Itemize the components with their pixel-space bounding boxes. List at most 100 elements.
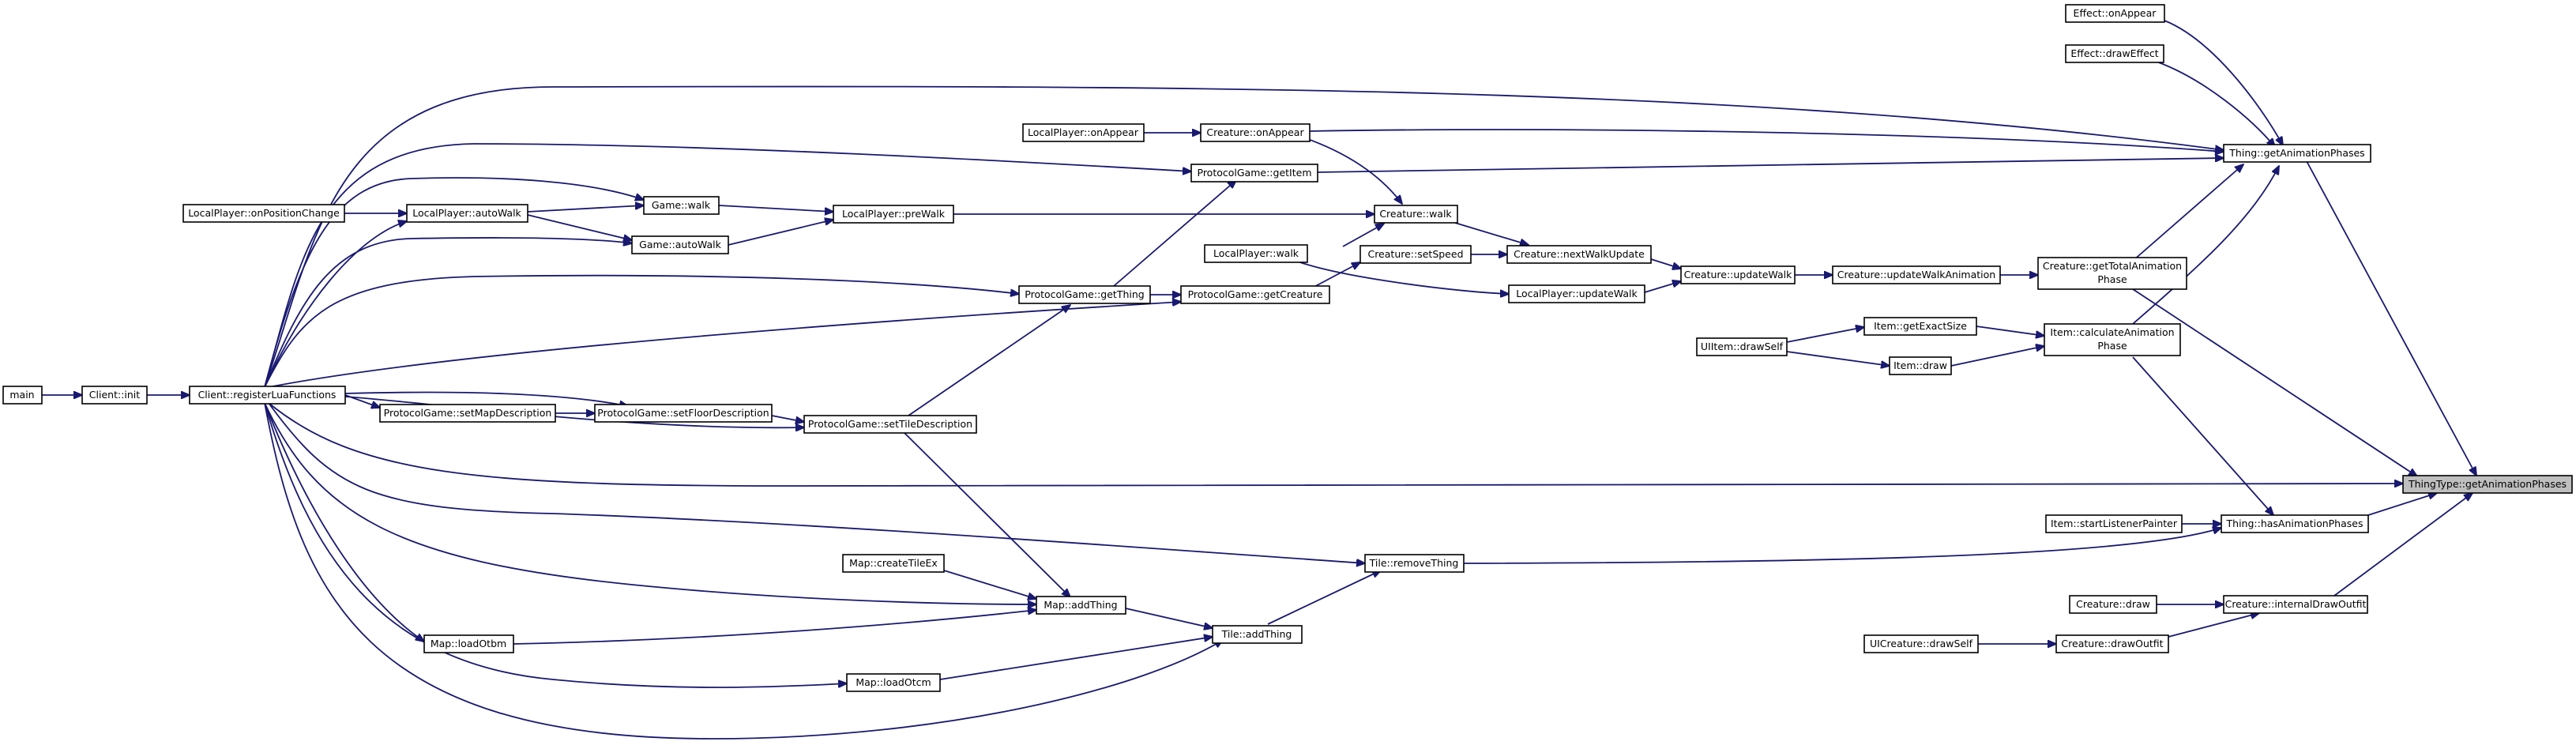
svg-text:Phase: Phase: [2097, 273, 2127, 285]
node-creature-setspeed[interactable]: Creature::setSpeed: [1359, 245, 1472, 264]
node-item-getexactsize[interactable]: Item::getExactSize: [1863, 317, 1977, 336]
edge-hasanim-thingtype: [2367, 493, 2437, 516]
node-map-loadotbm[interactable]: Map::loadOtbm: [423, 634, 514, 653]
nodes: main Client::init Client::registerLuaFun…: [2, 4, 2573, 692]
node-uicreature-drawself[interactable]: UICreature::drawSelf: [1863, 634, 1979, 653]
svg-text:Creature::walk: Creature::walk: [1379, 208, 1452, 220]
node-main[interactable]: main: [2, 386, 43, 405]
node-pg-getthing[interactable]: ProtocolGame::getThing: [1018, 285, 1151, 304]
node-creature-nextwalk[interactable]: Creature::nextWalkUpdate: [1506, 245, 1652, 264]
svg-text:Phase: Phase: [2097, 340, 2127, 352]
node-map-addthing[interactable]: Map::addThing: [1036, 596, 1126, 615]
svg-text:ProtocolGame::setMapDescriptio: ProtocolGame::setMapDescription: [384, 407, 552, 419]
svg-text:Creature::nextWalkUpdate: Creature::nextWalkUpdate: [1514, 248, 1645, 260]
edge-reglua-map-loadotbm: [264, 402, 424, 642]
node-tile-addthing[interactable]: Tile::addThing: [1212, 625, 1303, 644]
svg-text:Tile::removeThing: Tile::removeThing: [1369, 557, 1459, 569]
svg-text:Item::draw: Item::draw: [1893, 359, 1947, 371]
node-thing-getanimphases[interactable]: Thing::getAnimationPhases: [2223, 144, 2371, 163]
edge-lp-walk-creature-walk: [1342, 224, 1384, 247]
node-creature-onappear[interactable]: Creature::onAppear: [1200, 123, 1311, 142]
edge-reglua-lp-autowalk: [264, 221, 407, 388]
edge-lp-walk-updatewalk: [1295, 260, 1509, 294]
edge-pg-getcreature-setspeed: [1309, 262, 1360, 290]
node-thing-hasanimphases[interactable]: Thing::hasAnimationPhases: [2221, 514, 2369, 533]
svg-text:Map::loadOtcm: Map::loadOtcm: [856, 676, 931, 688]
node-map-createtileex[interactable]: Map::createTileEx: [842, 554, 945, 573]
edge-uiitem-itemdraw: [1786, 351, 1890, 366]
node-pg-getcreature[interactable]: ProtocolGame::getCreature: [1180, 285, 1330, 304]
node-map-loadotcm[interactable]: Map::loadOtcm: [846, 673, 941, 692]
node-pg-setmapdesc[interactable]: ProtocolGame::setMapDescription: [379, 404, 556, 423]
edge-itemdraw-calcanim: [1950, 346, 2044, 367]
node-pg-getitem[interactable]: ProtocolGame::getItem: [1190, 164, 1318, 183]
node-pg-settiledesc[interactable]: ProtocolGame::setTileDescription: [803, 415, 977, 434]
node-item-draw[interactable]: Item::draw: [1889, 356, 1952, 375]
node-thingtype-getanimphases[interactable]: ThingType::getAnimationPhases: [2402, 475, 2573, 494]
svg-text:Creature::getTotalAnimation: Creature::getTotalAnimation: [2043, 260, 2182, 272]
node-lp-walk[interactable]: LocalPlayer::walk: [1204, 244, 1308, 263]
edge-calcanim-thing: [2132, 166, 2279, 325]
node-lp-prewalk[interactable]: LocalPlayer::preWalk: [833, 205, 954, 224]
node-tile-removething[interactable]: Tile::removeThing: [1364, 554, 1465, 573]
node-creature-updatewalk[interactable]: Creature::updateWalk: [1680, 265, 1796, 284]
svg-text:Game::autoWalk: Game::autoWalk: [639, 239, 721, 250]
node-creature-draw[interactable]: Creature::draw: [2069, 595, 2157, 614]
node-creature-internaldrawoutfit[interactable]: Creature::internalDrawOutfit: [2223, 595, 2368, 614]
svg-text:ProtocolGame::setTileDescripti: ProtocolGame::setTileDescription: [808, 418, 972, 430]
node-item-startlistener[interactable]: Item::startListenerPainter: [2045, 514, 2183, 533]
svg-text:ProtocolGame::getCreature: ProtocolGame::getCreature: [1188, 288, 1323, 300]
svg-text:Map::createTileEx: Map::createTileEx: [849, 557, 938, 569]
node-client-init[interactable]: Client::init: [81, 386, 148, 405]
svg-text:ProtocolGame::getItem: ProtocolGame::getItem: [1198, 167, 1312, 179]
node-creature-drawoutfit[interactable]: Creature::drawOutfit: [2055, 634, 2169, 653]
svg-text:Item::startListenerPainter: Item::startListenerPainter: [2051, 518, 2178, 529]
edge-reglua-tile-removething: [268, 402, 1365, 563]
svg-text:Creature::draw: Creature::draw: [2076, 598, 2150, 610]
node-creature-updatewalkanim[interactable]: Creature::updateWalkAnimation: [1832, 265, 2001, 284]
edge-pg-getthing-getitem: [1113, 180, 1236, 287]
svg-text:Map::loadOtbm: Map::loadOtbm: [431, 638, 506, 649]
svg-text:LocalPlayer::autoWalk: LocalPlayer::autoWalk: [412, 207, 521, 219]
edge-calcanim-hasanim: [2132, 356, 2273, 515]
edge-setfloordesc-settiledesc: [771, 415, 804, 422]
edge-thing-thingtype: [2306, 160, 2476, 476]
node-game-autowalk[interactable]: Game::autoWalk: [631, 235, 729, 254]
svg-text:Client::init: Client::init: [89, 389, 140, 401]
node-lp-updatewalk[interactable]: LocalPlayer::updateWalk: [1508, 284, 1645, 303]
svg-text:ProtocolGame::getThing: ProtocolGame::getThing: [1025, 288, 1144, 300]
node-item-calcanim[interactable]: Item::calculateAnimation Phase: [2044, 323, 2181, 356]
edge-reglua-pg-getitem: [264, 143, 1191, 388]
svg-text:Client::registerLuaFunctions: Client::registerLuaFunctions: [198, 389, 337, 401]
node-lp-onposchange[interactable]: LocalPlayer::onPositionChange: [182, 204, 345, 223]
node-client-reglua[interactable]: Client::registerLuaFunctions: [189, 386, 346, 405]
edge-map-addthing-tile-addthing: [1125, 608, 1213, 628]
edge-reglua-map-loadotcm: [264, 402, 847, 688]
node-creature-gettotalanim[interactable]: Creature::getTotalAnimation Phase: [2037, 257, 2187, 290]
node-pg-setfloordesc[interactable]: ProtocolGame::setFloorDescription: [594, 404, 773, 423]
edge-tile-addthing-removething: [1267, 570, 1381, 625]
edge-game-autowalk-prewalk: [728, 220, 833, 246]
node-effect-onappear[interactable]: Effect::onAppear: [2065, 4, 2165, 23]
svg-text:Tile::addThing: Tile::addThing: [1221, 628, 1292, 640]
svg-text:Game::walk: Game::walk: [652, 199, 711, 211]
node-creature-walk[interactable]: Creature::walk: [1374, 205, 1458, 224]
node-uiitem-drawself[interactable]: UIItem::drawSelf: [1696, 337, 1788, 356]
edge-creature-onappear-thing: [1309, 129, 2224, 152]
edges: [42, 20, 2476, 740]
svg-text:Creature::updateWalk: Creature::updateWalk: [1684, 269, 1792, 280]
svg-text:Map::addThing: Map::addThing: [1044, 599, 1117, 611]
node-lp-onappear[interactable]: LocalPlayer::onAppear: [1022, 123, 1145, 142]
svg-text:ThingType::getAnimationPhases: ThingType::getAnimationPhases: [2408, 478, 2567, 490]
edge-reglua-game-walk: [264, 177, 644, 388]
svg-text:LocalPlayer::walk: LocalPlayer::walk: [1213, 247, 1299, 259]
node-game-walk[interactable]: Game::walk: [643, 196, 720, 215]
node-lp-autowalk[interactable]: LocalPlayer::autoWalk: [406, 204, 528, 223]
svg-text:Creature::onAppear: Creature::onAppear: [1206, 126, 1304, 138]
edge-reglua-thingtype: [268, 402, 2403, 486]
node-effect-draweffect[interactable]: Effect::drawEffect: [2065, 44, 2164, 63]
svg-text:UIItem::drawSelf: UIItem::drawSelf: [1701, 341, 1784, 352]
svg-text:Creature::drawOutfit: Creature::drawOutfit: [2061, 638, 2163, 649]
svg-text:ProtocolGame::setFloorDescript: ProtocolGame::setFloorDescription: [597, 407, 769, 419]
edge-reglua-thing-getanim: [264, 85, 2224, 388]
